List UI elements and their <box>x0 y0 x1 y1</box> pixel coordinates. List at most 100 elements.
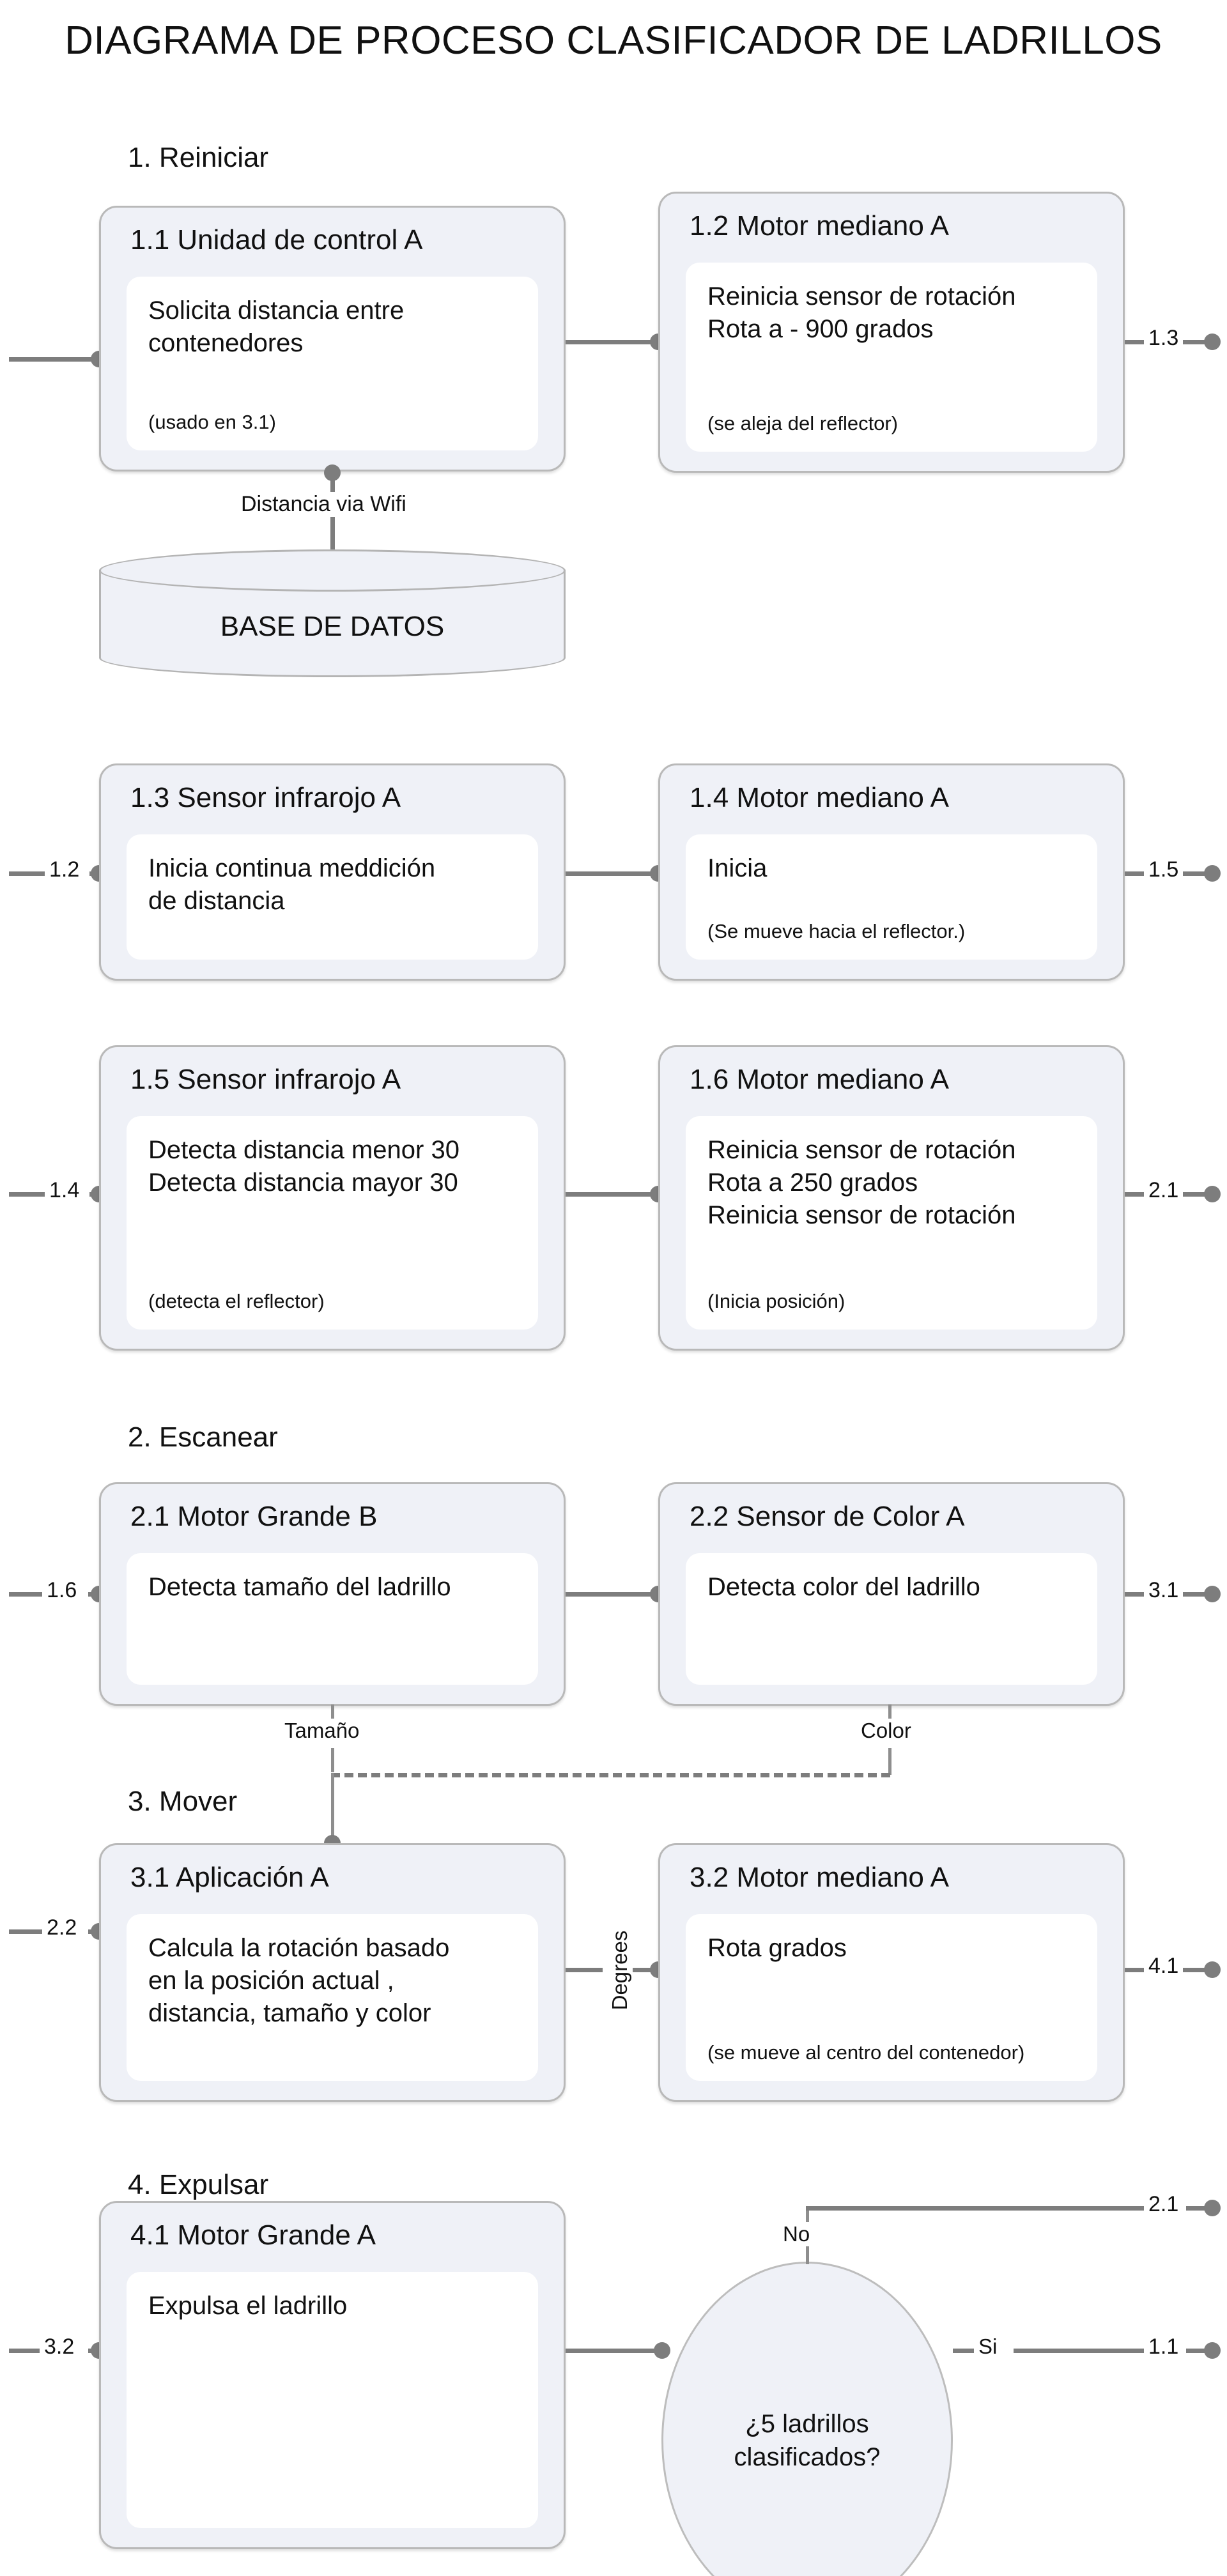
box-note: (se aleja del reflector) <box>707 412 899 434</box>
box-line-3: Reinicia sensor de rotación <box>707 1201 1016 1230</box>
box-body: Detecta distancia menor 30 Detecta dista… <box>127 1116 538 1330</box>
box-title: 1.2 Motor mediano A <box>690 210 950 241</box>
connector-entry-2-1-stub <box>9 1592 54 1597</box>
box-title: 1.3 Sensor infrarojo A <box>130 782 401 813</box>
connector-label-2-1: 2.1 <box>1144 1178 1184 1203</box>
database-label: BASE DE DATOS <box>220 611 445 642</box>
phase-label-2: 2. Escanear <box>128 1422 278 1453</box>
box-line-1: Detecta distancia menor 30 <box>148 1136 459 1164</box>
database-cylinder[interactable]: BASE DE DATOS <box>99 549 566 677</box>
box-note: (detecta el reflector) <box>148 1290 325 1312</box>
process-box-1-3[interactable]: 1.3 Sensor infrarojo A Inicia continua m… <box>99 763 566 981</box>
box-body: Rota grados (se mueve al centro del cont… <box>686 1914 1097 2081</box>
box-body: Inicia (Se mueve hacia el reflector.) <box>686 834 1097 960</box>
decision-line-2: clasificados? <box>734 2443 881 2471</box>
box-title: 3.1 Aplicación A <box>130 1862 329 1893</box>
edge-label-si: Si <box>974 2334 1002 2359</box>
process-box-1-1[interactable]: 1.1 Unidad de control A Solicita distanc… <box>99 206 566 471</box>
phase-label-4: 4. Expulsar <box>128 2169 269 2200</box>
process-box-4-1[interactable]: 4.1 Motor Grande A Expulsa el ladrillo <box>99 2201 566 2549</box>
process-box-3-1[interactable]: 3.1 Aplicación A Calcula la rotación bas… <box>99 1843 566 2102</box>
connector-2-1-to-2-2 <box>566 1592 667 1597</box>
connector-branch-si-stub <box>953 2349 976 2353</box>
connector-entry-3-1-stub <box>9 1929 54 1934</box>
connector-1-5-to-1-6 <box>566 1192 667 1197</box>
box-line: Solicita distancia entre contenedores <box>148 296 405 358</box>
box-body: Reinicia sensor de rotación Rota a - 900… <box>686 263 1097 452</box>
connector-dot-exit-1-4 <box>1204 865 1221 882</box>
connector-label-from-1-2: 1.2 <box>45 857 84 882</box>
box-line-1: Detecta tamaño del ladrillo <box>148 1573 451 1601</box>
box-line-1: Expulsa el ladrillo <box>148 2292 348 2320</box>
process-box-1-5[interactable]: 1.5 Sensor infrarojo A Detecta distancia… <box>99 1045 566 1351</box>
box-note: (Inicia posición) <box>707 1290 845 1312</box>
box-title: 1.5 Sensor infrarojo A <box>130 1064 401 1095</box>
box-title: 4.1 Motor Grande A <box>130 2220 376 2251</box>
connector-1-1-to-1-2 <box>566 340 667 344</box>
box-note: (usado en 3.1) <box>148 411 276 433</box>
connector-entry-4-1-stub <box>9 2349 54 2353</box>
box-line-2: de distancia <box>148 887 285 916</box>
box-line-3: distancia, tamaño y color <box>148 1999 431 2028</box>
process-box-3-2[interactable]: 3.2 Motor mediano A Rota grados (se muev… <box>658 1843 1125 2102</box>
connector-dot-si-end <box>1204 2342 1221 2359</box>
box-line-1: Calcula la rotación basado <box>148 1934 450 1962</box>
box-title: 2.1 Motor Grande B <box>130 1501 378 1532</box>
box-note: (Se mueve hacia el reflector.) <box>707 920 966 942</box>
box-line-2: Rota a - 900 grados <box>707 315 934 344</box>
edge-label-degrees: Degrees <box>608 1926 632 2015</box>
connector-label-1-3: 1.3 <box>1144 326 1184 351</box>
connector-color-mid <box>888 1748 891 1775</box>
box-body: Calcula la rotación basado en la posició… <box>127 1914 538 2081</box>
process-box-1-6[interactable]: 1.6 Motor mediano A Reinicia sensor de r… <box>658 1045 1125 1351</box>
connector-dot-no-end <box>1204 2200 1221 2216</box>
connector-dot-exit-1-2 <box>1204 334 1221 350</box>
connector-entry-1-5-stub <box>9 1192 54 1197</box>
connector-3-1-to-degrees <box>566 1968 603 1972</box>
box-body: Detecta tamaño del ladrillo <box>127 1553 538 1685</box>
page-title: DIAGRAMA DE PROCESO CLASIFICADOR DE LADR… <box>65 19 1162 63</box>
box-line-2: Detecta distancia mayor 30 <box>148 1169 458 1197</box>
connector-4-1-to-decision <box>566 2349 667 2353</box>
phase-label-1: 1. Reiniciar <box>128 142 269 173</box>
box-line-1: Reinicia sensor de rotación <box>707 1136 1016 1164</box>
box-title: 1.6 Motor mediano A <box>690 1064 950 1095</box>
process-box-1-4[interactable]: 1.4 Motor mediano A Inicia (Se mueve hac… <box>658 763 1125 981</box>
connector-label-from-2-2: 2.2 <box>42 1915 82 1940</box>
box-body: Solicita distancia entre contenedores (u… <box>127 277 538 450</box>
connector-dot-exit-3-2 <box>1204 1961 1221 1978</box>
connector-label-from-1-6: 1.6 <box>42 1578 82 1603</box>
connector-branch-si-horizontal <box>1014 2349 1161 2353</box>
connector-to-3-1-vertical <box>331 1773 334 1843</box>
box-note: (se mueve al centro del contenedor) <box>707 2041 1025 2064</box>
box-line-1: Inicia <box>707 854 768 882</box>
process-box-2-2[interactable]: 2.2 Sensor de Color A Detecta color del … <box>658 1482 1125 1706</box>
connector-label-from-1-4: 1.4 <box>45 1178 84 1203</box>
connector-label-si-target: 1.1 <box>1144 2334 1184 2359</box>
cylinder-top <box>99 549 566 592</box>
box-line-1: Reinicia sensor de rotación <box>707 282 1016 310</box>
box-line-1: Inicia continua meddición <box>148 854 436 882</box>
connector-branch-no-horizontal <box>806 2206 1164 2211</box>
box-title: 3.2 Motor mediano A <box>690 1862 950 1893</box>
phase-label-3: 3. Mover <box>128 1786 238 1817</box>
box-title: 1.1 Unidad de control A <box>130 224 423 256</box>
connector-degrees-to-3-2 <box>633 1968 667 1972</box>
box-line-2: en la posición actual , <box>148 1966 394 1995</box>
connector-dot-decision-in <box>654 2342 670 2359</box>
connector-dashed-scan-join <box>331 1773 890 1777</box>
process-box-2-1[interactable]: 2.1 Motor Grande B Detecta tamaño del la… <box>99 1482 566 1706</box>
connector-label-4-1: 4.1 <box>1144 1954 1184 1979</box>
box-body: Reinicia sensor de rotación Rota a 250 g… <box>686 1116 1097 1330</box>
connector-dot-exit-1-6 <box>1204 1186 1221 1202</box>
connector-entry-line <box>9 357 102 362</box>
process-box-1-2[interactable]: 1.2 Motor mediano A Reinicia sensor de r… <box>658 192 1125 473</box>
connector-tamano-mid <box>331 1748 334 1772</box>
box-body: Detecta color del ladrillo <box>686 1553 1097 1685</box>
box-line-1: Rota grados <box>707 1934 847 1962</box>
edge-label-no: No <box>778 2222 815 2246</box>
connector-branch-si-tail <box>1186 2349 1214 2353</box>
